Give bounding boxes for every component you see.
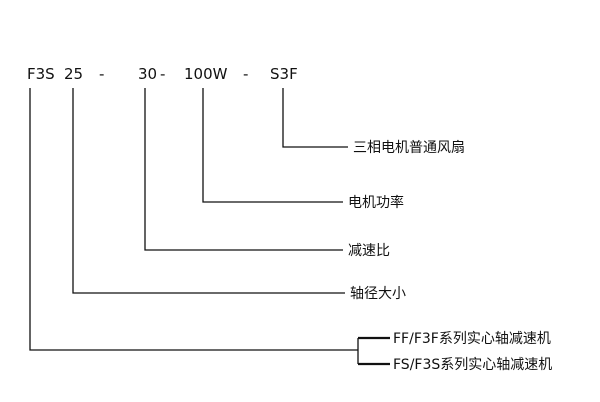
label-series-ff: FF/F3F系列实心轴减速机	[393, 331, 551, 347]
leader-line-series	[29, 88, 358, 351]
label-ratio: 减速比	[348, 243, 390, 259]
leader-line-ratio	[144, 88, 343, 251]
code-fan: S3F	[270, 65, 298, 83]
label-size: 轴径大小	[350, 286, 406, 302]
label-fan: 三相电机普通风扇	[353, 140, 465, 156]
code-ratio: 30	[138, 65, 157, 83]
label-power: 电机功率	[348, 194, 404, 211]
label-series-fs: FS/F3S系列实心轴减速机	[393, 357, 552, 373]
code-power: 100W	[184, 65, 228, 83]
code-series: F3S	[27, 65, 55, 83]
code-separator: -	[99, 65, 104, 83]
leader-line-fan	[282, 88, 348, 148]
code-separator: -	[243, 65, 248, 83]
code-separator: -	[160, 65, 165, 83]
leader-line-size	[72, 88, 345, 294]
leader-line-power	[202, 88, 343, 203]
code-size: 25	[64, 65, 83, 83]
